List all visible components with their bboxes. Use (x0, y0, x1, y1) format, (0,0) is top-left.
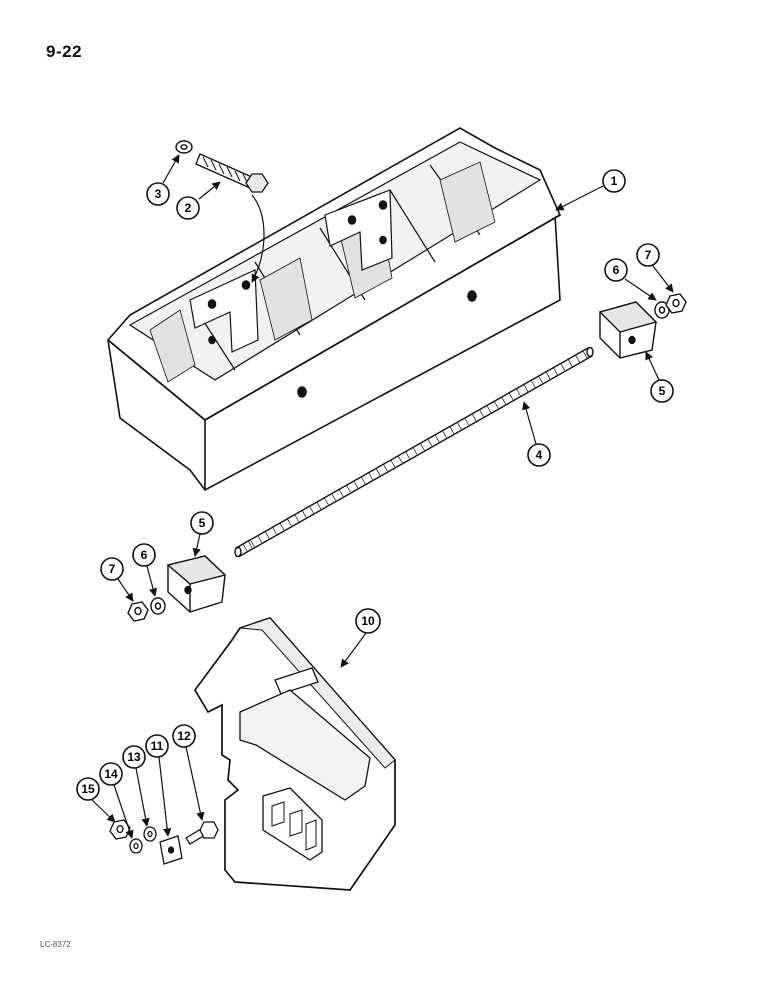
callout-4: 4 (522, 401, 551, 467)
callout-11: 11 (145, 734, 172, 837)
callout-7-left: 7 (100, 557, 134, 602)
rod-thread-mark (434, 434, 440, 443)
svg-text:3: 3 (155, 187, 162, 201)
rod-thread-mark (412, 447, 418, 455)
rod-thread-mark (545, 371, 551, 380)
rod-thread-mark (250, 539, 255, 547)
washer-14 (129, 838, 143, 854)
rod-thread-mark (405, 451, 410, 459)
rod-thread-mark (316, 501, 322, 510)
rod-thread-mark (516, 388, 521, 396)
rod-thread-mark (353, 480, 359, 489)
svg-text:6: 6 (613, 263, 620, 277)
washer-13 (143, 826, 157, 842)
rod-thread-mark (346, 485, 351, 493)
rod-thread-mark (309, 506, 314, 514)
nut-7-left (127, 601, 149, 622)
rod-thread-mark (257, 535, 263, 543)
rod-thread-mark (501, 396, 506, 405)
weight-carrier (106, 127, 562, 492)
rod-thread-mark (538, 376, 543, 384)
svg-text:5: 5 (199, 516, 206, 530)
rod-thread-mark (427, 438, 433, 447)
rod-thread-mark (272, 527, 277, 535)
rod-thread-mark (287, 518, 292, 526)
svg-text:13: 13 (127, 750, 141, 764)
svg-text:5: 5 (659, 384, 666, 398)
bolt-2 (195, 153, 269, 193)
washer-3 (175, 140, 193, 154)
rod-thread-mark (530, 380, 536, 388)
block-5-left (166, 555, 227, 613)
weight-plate-10 (193, 617, 396, 891)
rod-thread-mark (338, 489, 344, 497)
svg-text:11: 11 (151, 739, 164, 753)
svg-text:14: 14 (104, 767, 118, 781)
rod-thread-mark (360, 476, 366, 485)
svg-text:12: 12 (177, 729, 191, 743)
callout-14: 14 (99, 762, 134, 839)
rod-thread-mark (582, 350, 588, 359)
rod-thread-mark (464, 417, 470, 426)
svg-text:7: 7 (645, 248, 652, 262)
svg-text:7: 7 (109, 562, 116, 576)
callout-3: 3 (146, 154, 180, 206)
svg-text:15: 15 (81, 782, 95, 796)
callout-12: 12 (172, 724, 205, 821)
svg-text:1: 1 (611, 174, 618, 188)
callout-15: 15 (76, 777, 116, 823)
reference-code: LC-8372 (40, 940, 71, 949)
rod-thread-mark (494, 401, 499, 409)
rod-thread-mark (368, 472, 373, 480)
rod-thread-mark (390, 459, 396, 468)
nut-7-right (665, 293, 687, 314)
rod-thread-mark (457, 422, 462, 430)
washer-6-left (150, 597, 166, 615)
callout-7-right: 7 (636, 243, 674, 293)
rod-thread-mark (575, 355, 580, 363)
svg-text:6: 6 (141, 548, 148, 562)
rod-thread-mark (264, 531, 270, 539)
rod-thread-mark (420, 443, 425, 451)
rod-thread-mark (397, 455, 403, 464)
callout-5-right: 5 (645, 351, 674, 403)
rod-thread-mark (449, 426, 455, 434)
rod-thread-mark (508, 392, 514, 401)
rod-thread-mark (324, 497, 329, 506)
rod-thread-mark (523, 384, 529, 392)
rod-thread-mark (479, 409, 484, 417)
rod-thread-mark (375, 468, 381, 476)
callout-10: 10 (340, 608, 381, 668)
callout-2: 2 (176, 181, 221, 220)
callout-5-left: 5 (190, 511, 214, 557)
block-5-right (598, 301, 658, 359)
rod-thread-mark (471, 413, 477, 422)
rod-thread-mark (279, 522, 285, 531)
bolt-12 (185, 821, 219, 845)
rod-thread-mark (442, 430, 447, 438)
callout-1: 1 (555, 169, 626, 211)
rod-thread-mark (383, 464, 388, 472)
callout-13: 13 (122, 745, 150, 827)
callout-6-left: 6 (132, 543, 158, 597)
page-number: 9-22 (46, 42, 83, 61)
rod-thread-mark (567, 359, 573, 367)
svg-text:4: 4 (536, 448, 543, 462)
rod-thread-mark (294, 514, 300, 522)
svg-text:2: 2 (185, 201, 192, 215)
rod-thread-mark (331, 493, 336, 501)
rod-thread-mark (486, 405, 492, 413)
rod-thread-mark (242, 543, 248, 552)
rod-thread-mark (301, 510, 307, 518)
rod-threads (242, 350, 588, 552)
callout-6-right: 6 (604, 258, 657, 301)
clamp-11 (159, 835, 183, 865)
svg-text:10: 10 (361, 614, 375, 628)
rod-thread-mark (553, 367, 558, 375)
washer-6-right (654, 301, 670, 319)
rod-thread-mark (560, 363, 566, 371)
